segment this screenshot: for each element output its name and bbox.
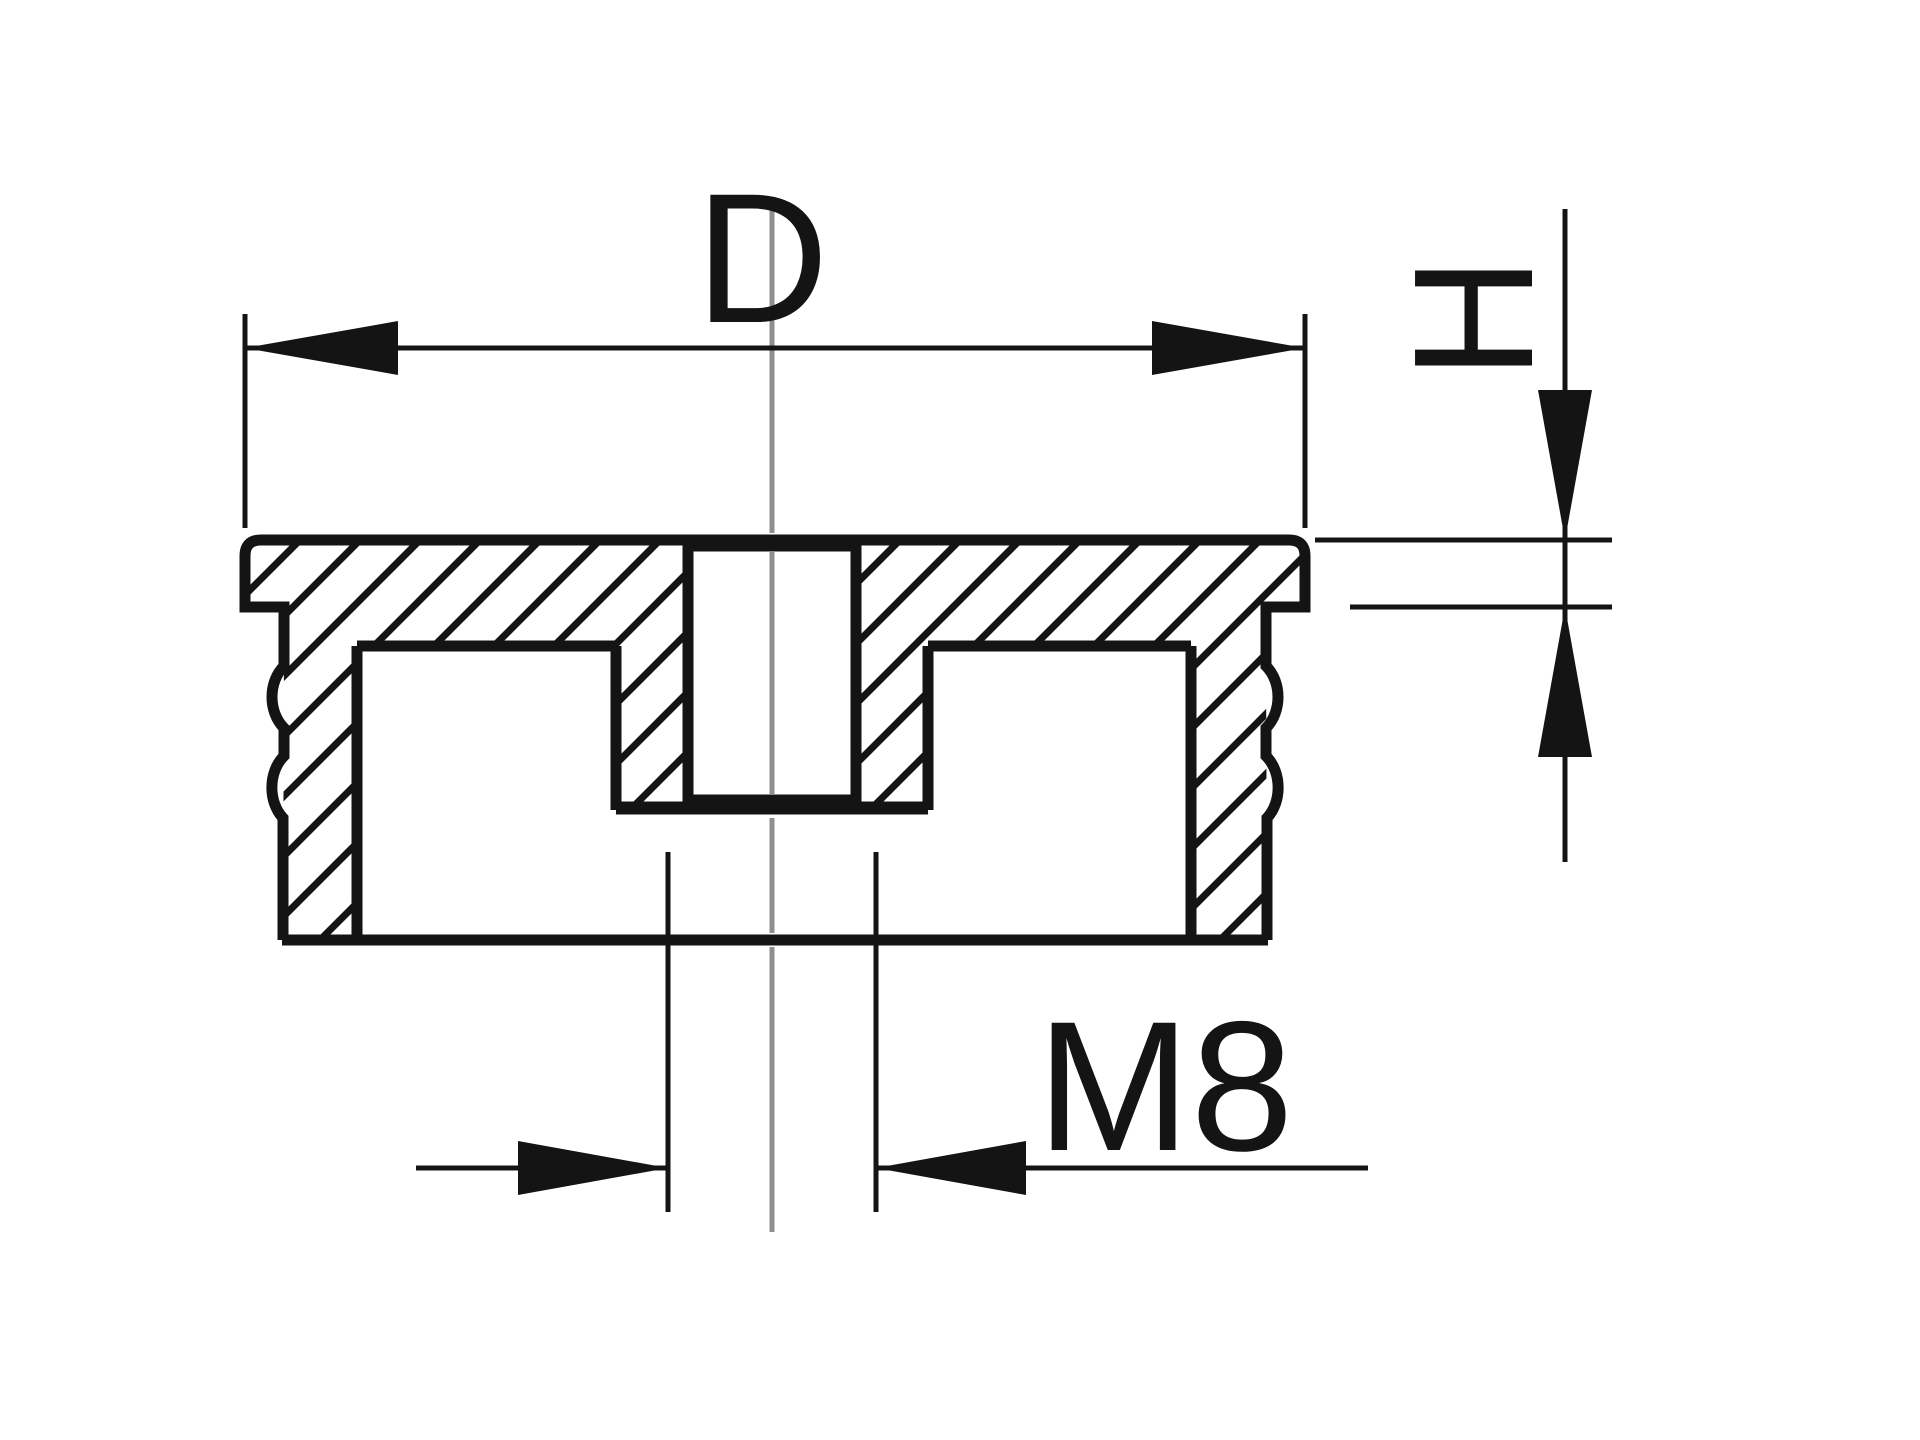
- dimension-d-label: D: [695, 156, 829, 362]
- section-hatching: [245, 540, 1305, 940]
- dimension-h-label: H: [1379, 257, 1569, 380]
- skirt-outer-edge-right: [1260, 646, 1284, 940]
- arrowhead-up-icon: [1538, 607, 1592, 757]
- flange-hatch-left: [245, 540, 688, 646]
- boss-hatch-left: [616, 646, 688, 806]
- dimension-m8: M8: [416, 852, 1368, 1212]
- dimension-m8-label: M8: [1037, 984, 1294, 1190]
- dimension-h: H: [1315, 209, 1612, 862]
- arrowhead-down-icon: [1538, 390, 1592, 540]
- skirt-wall-hatch-right: [1191, 646, 1267, 940]
- part-outline: [239, 534, 1311, 946]
- flange-hatch-right: [856, 540, 1305, 646]
- skirt-wall-hatch-left: [283, 646, 357, 940]
- flange-outline: [239, 534, 1311, 650]
- arrowhead-left-icon: [245, 321, 398, 375]
- arrowhead-right-icon: [1152, 321, 1305, 375]
- skirt-outer-edge-left: [266, 646, 290, 940]
- arrowhead-left-icon: [876, 1141, 1026, 1195]
- arrowhead-right-icon: [518, 1141, 668, 1195]
- boss-hatch-right: [856, 646, 928, 806]
- dimension-d: D: [242, 156, 1308, 528]
